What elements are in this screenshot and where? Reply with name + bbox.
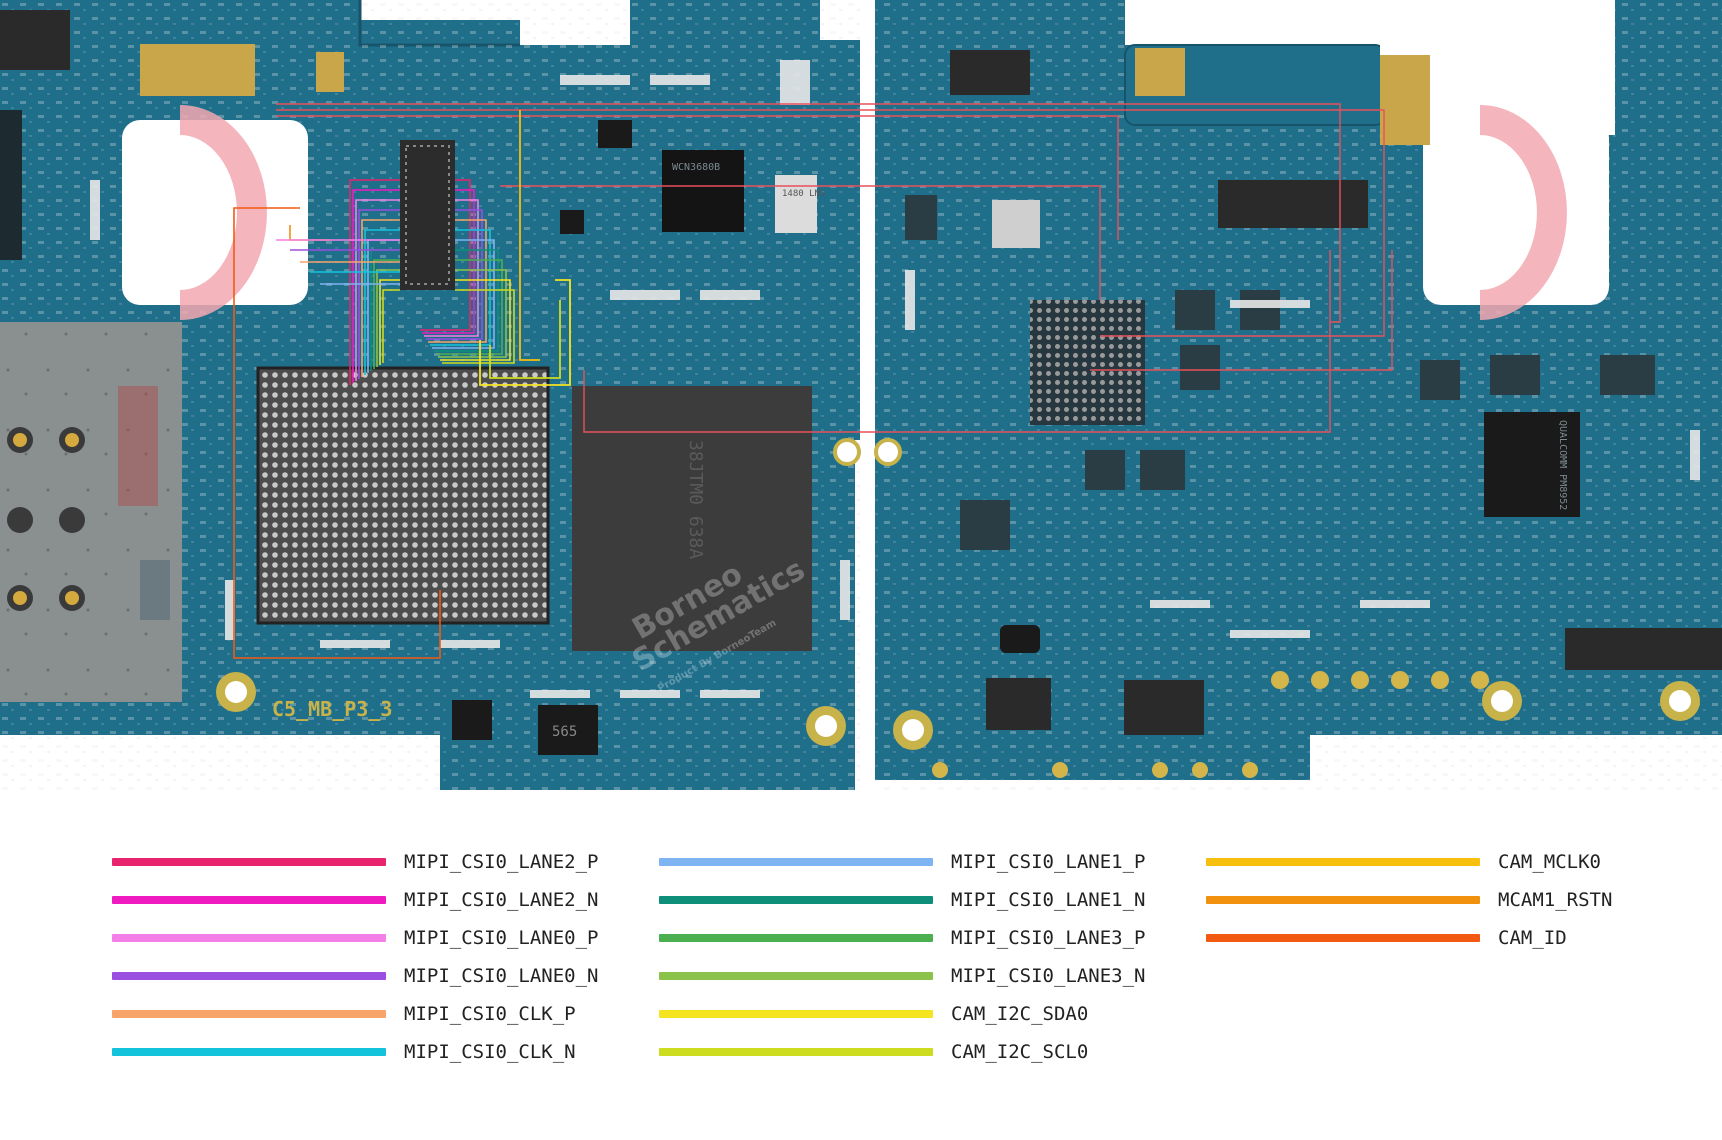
trace-i2c (479, 279, 571, 386)
memory-chip-marking: 38JTM0 638A (685, 440, 706, 559)
legend-label: MIPI_CSI0_LANE2_P (404, 851, 599, 873)
trace-csi (376, 269, 400, 367)
trace-csi (424, 199, 479, 337)
pm8952-label: QUALCOMM PM8952 (1557, 420, 1568, 510)
pmic-bga (1030, 300, 1145, 425)
legend-swatch (659, 934, 933, 942)
soc-bga (258, 368, 548, 623)
legend-label: MIPI_CSI0_LANE3_N (951, 965, 1146, 987)
trace-csi (430, 229, 491, 346)
legend-label: MIPI_CSI0_CLK_P (404, 1003, 576, 1025)
right-connector-mid (1218, 180, 1368, 228)
legend-swatch (1206, 896, 1480, 904)
trace-frame (500, 185, 1101, 300)
trace-csi (349, 179, 400, 385)
crystal-label: 1480 LNS (782, 189, 825, 199)
legend-swatch (112, 972, 386, 980)
legend-label: MIPI_CSI0_LANE0_N (404, 965, 599, 987)
legend-label: MIPI_CSI0_CLK_N (404, 1041, 576, 1063)
right-connector-top (950, 50, 1030, 95)
legend-label: CAM_ID (1498, 927, 1567, 949)
trace-csi (420, 179, 471, 331)
trace-csi (436, 259, 503, 355)
trace-csi (442, 289, 515, 364)
trace-csi (352, 189, 400, 383)
legend-label: MIPI_CSI0_LANE2_N (404, 889, 599, 911)
wcn-chip (662, 150, 744, 232)
memory-chip (572, 386, 812, 651)
legend-label: MIPI_CSI0_LANE1_N (951, 889, 1146, 911)
legend-swatch (1206, 934, 1480, 942)
legend-swatch (659, 1048, 933, 1056)
trace-csi (373, 259, 400, 369)
trace-csi (355, 199, 400, 381)
legend-label: MIPI_CSI0_LANE1_P (951, 851, 1146, 873)
board-silkscreen: C5_MB_P3_3 (272, 697, 392, 721)
legend-swatch (112, 858, 386, 866)
trace-frame (276, 115, 1119, 240)
legend-swatch (659, 972, 933, 980)
trace-csi (428, 219, 487, 343)
wcn-chip-label: WCN3680B (672, 162, 720, 173)
legend-label: CAM_MCLK0 (1498, 851, 1601, 873)
legend-label: CAM_I2C_SCL0 (951, 1041, 1089, 1063)
trace-frame (1090, 250, 1393, 371)
trace-csi (361, 219, 400, 377)
legend-swatch (112, 934, 386, 942)
signal-legend: MIPI_CSI0_LANE2_P MIPI_CSI0_LANE2_N MIPI_C… (0, 850, 1722, 1110)
trace-frame (276, 109, 1385, 337)
sim-tray (0, 322, 182, 702)
left-board: 38JTM0 638A WCN3680B 1480 LNS 565 C5_MB_… (0, 0, 861, 790)
trace-i2c (489, 300, 561, 379)
trace-csi (379, 279, 400, 365)
legend-swatch (112, 1010, 386, 1018)
trace-csi (382, 289, 400, 363)
trace-csi (422, 189, 475, 334)
pcb-board-photo: 38JTM0 638A WCN3680B 1480 LNS 565 C5_MB_… (0, 0, 1722, 790)
pm8952-chip (1484, 412, 1580, 517)
trace-csi (440, 279, 511, 361)
camera-connector (400, 140, 455, 290)
right-board: QUALCOMM PM8952 (874, 0, 1722, 790)
legend-label: MCAM1_RSTN (1498, 889, 1613, 911)
trace-csi (438, 269, 507, 358)
small-chip-label: 565 (552, 724, 577, 740)
legend-swatch (659, 896, 933, 904)
trace-cam-id (233, 207, 441, 659)
trace-overlay (233, 103, 1393, 659)
trace-csi (434, 249, 499, 352)
legend-swatch (659, 858, 933, 866)
trace-frame (276, 103, 1341, 323)
trace-csi (432, 239, 495, 349)
trace-csi (364, 229, 400, 375)
legend-swatch (659, 1010, 933, 1018)
trace-mclk (519, 110, 540, 361)
legend-label: CAM_I2C_SDA0 (951, 1003, 1089, 1025)
trace-csi (426, 209, 483, 340)
legend-swatch (112, 896, 386, 904)
gold-pad (140, 44, 255, 96)
legend-swatch (112, 1048, 386, 1056)
trace-frame (583, 250, 1331, 433)
legend-swatch (1206, 858, 1480, 866)
trace-csi (358, 209, 400, 379)
legend-label: MIPI_CSI0_LANE3_P (951, 927, 1146, 949)
legend-label: MIPI_CSI0_LANE0_P (404, 927, 599, 949)
